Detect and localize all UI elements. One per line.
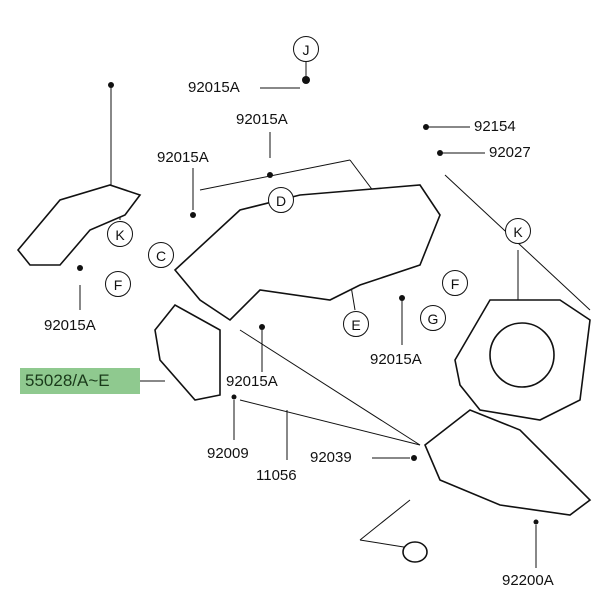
highlighted-part-number[interactable]: 55028/A~E	[20, 368, 140, 394]
callout-K: K	[505, 218, 531, 244]
part-number-92015A[interactable]: 92015A	[44, 317, 96, 334]
part-number-92015A[interactable]: 92015A	[226, 373, 278, 390]
part-number-92015A[interactable]: 92015A	[188, 79, 240, 96]
part-number-92027[interactable]: 92027	[489, 144, 531, 161]
callout-F: F	[105, 271, 131, 297]
callout-E: E	[343, 311, 369, 337]
callout-K: K	[107, 221, 133, 247]
part-number-92015A[interactable]: 92015A	[236, 111, 288, 128]
part-number-92015A[interactable]: 92015A	[370, 351, 422, 368]
callout-D: D	[268, 187, 294, 213]
callout-F: F	[442, 270, 468, 296]
callout-C: C	[148, 242, 174, 268]
callout-G: G	[420, 305, 446, 331]
part-number-92154[interactable]: 92154	[474, 118, 516, 135]
part-number-92015A[interactable]: 92015A	[157, 149, 209, 166]
part-number-92039[interactable]: 92039	[310, 449, 352, 466]
part-number-92009[interactable]: 92009	[207, 445, 249, 462]
callout-J: J	[293, 36, 319, 62]
part-number-92200A[interactable]: 92200A	[502, 572, 554, 589]
part-number-11056[interactable]: 11056	[256, 467, 297, 484]
